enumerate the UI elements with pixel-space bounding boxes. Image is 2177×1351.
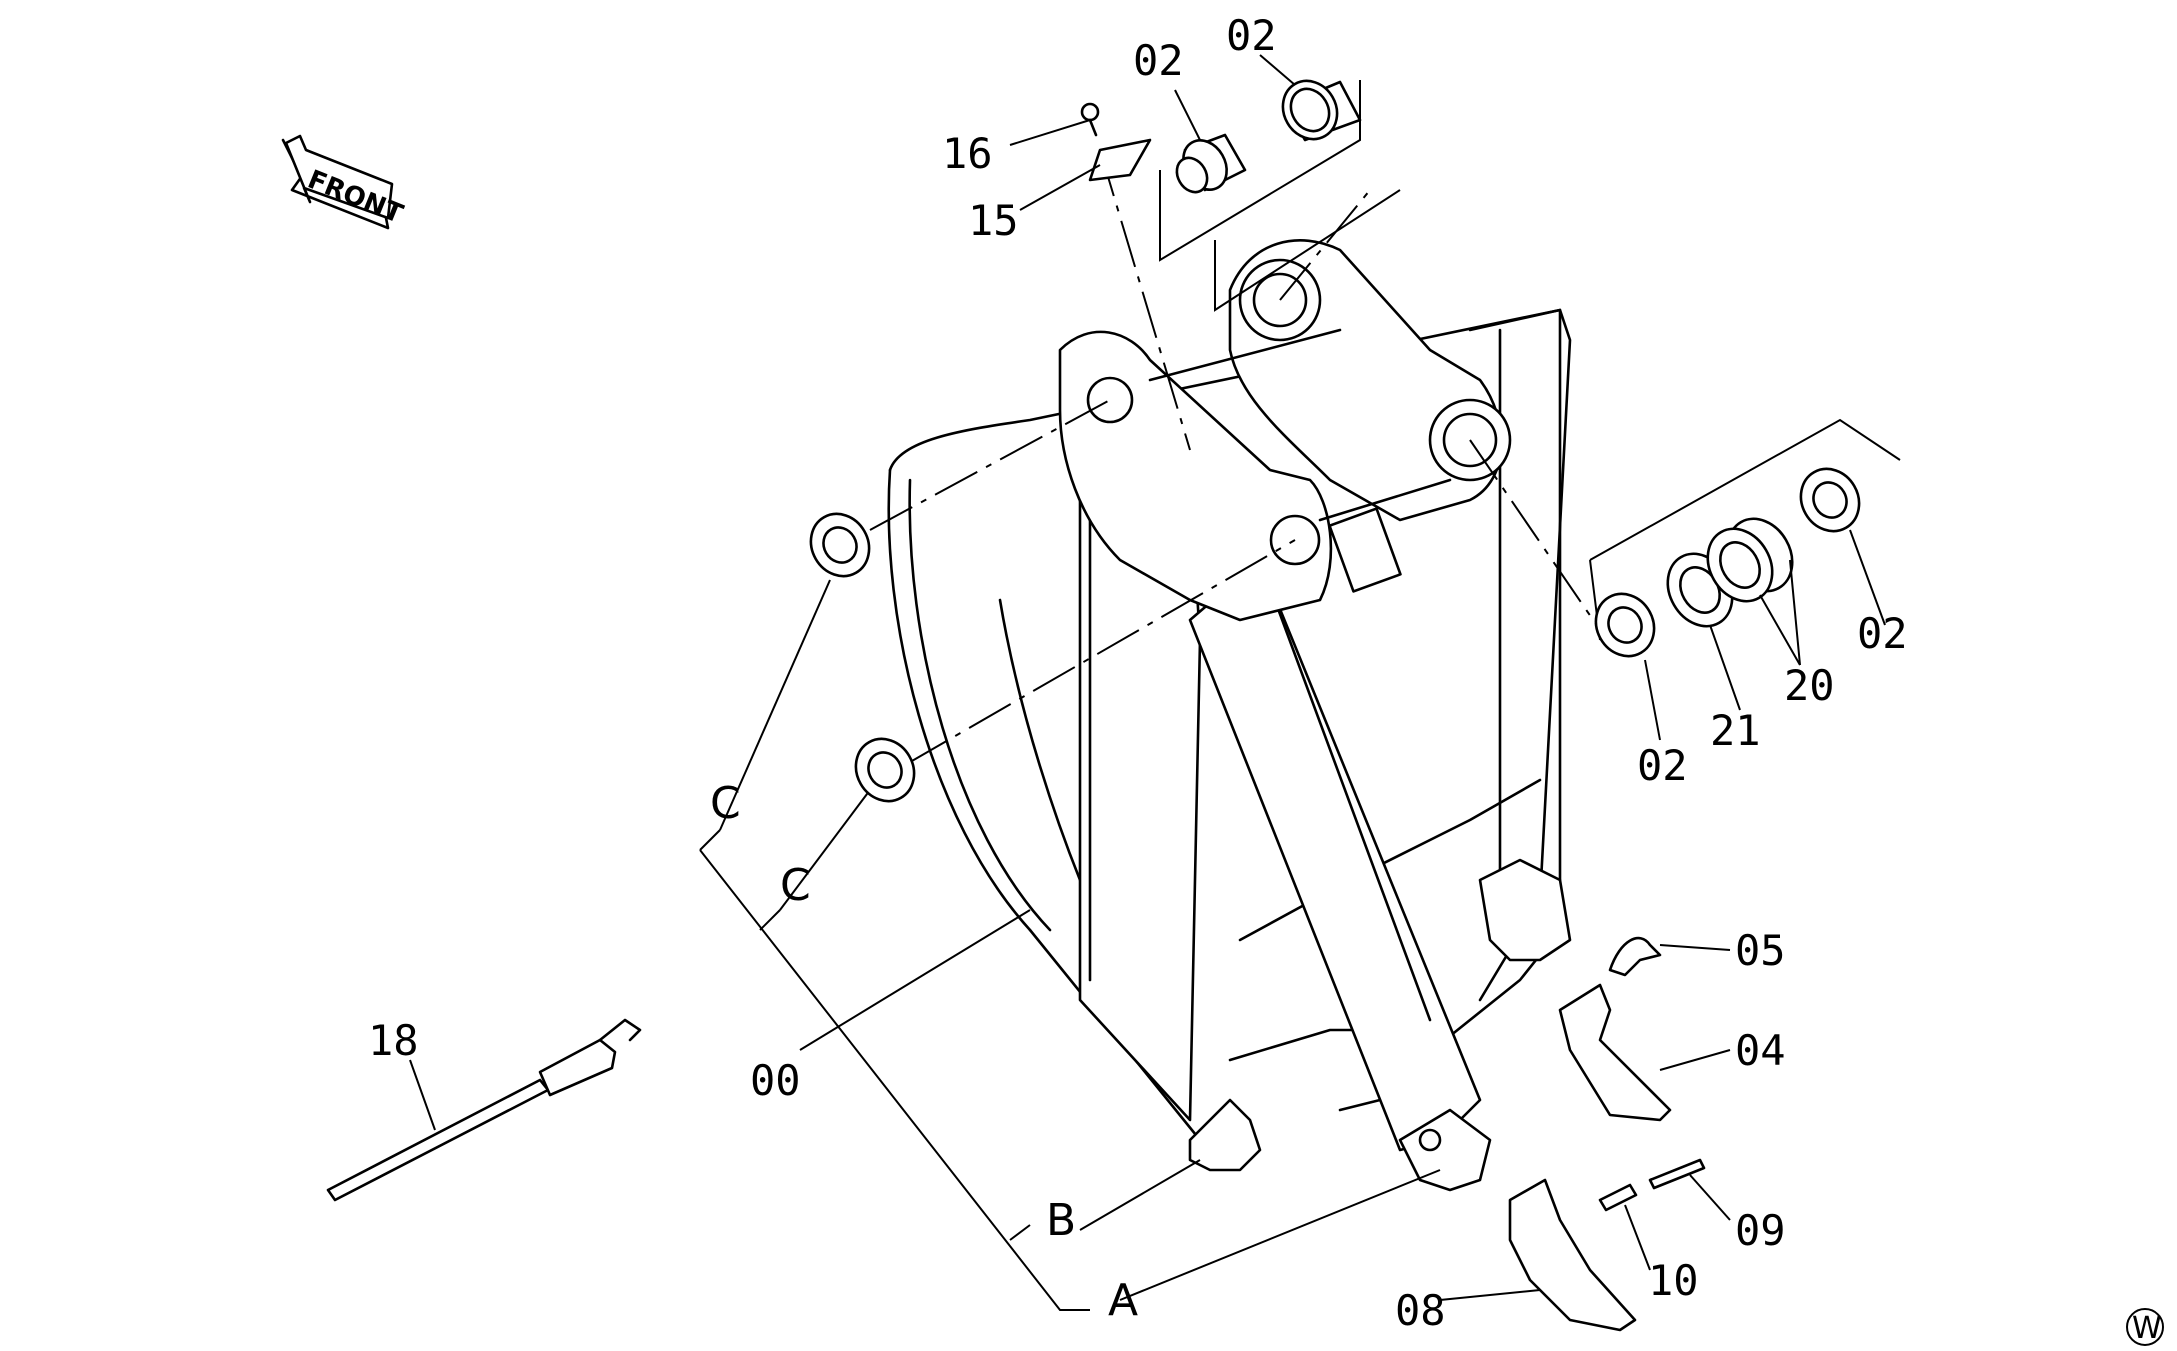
bushing-02d <box>1799 467 1861 533</box>
label-18: 18 <box>368 1016 419 1065</box>
lock-05 <box>1608 936 1662 977</box>
label-02: 02 <box>1226 11 1277 60</box>
label-05: 05 <box>1735 926 1786 975</box>
tooth-08 <box>1508 1178 1637 1332</box>
shims-20 <box>1706 517 1794 603</box>
label-04: 04 <box>1735 1026 1786 1075</box>
bucket-body <box>887 239 1572 1192</box>
label-16: 16 <box>942 129 993 178</box>
small-parts <box>326 79 1861 1332</box>
label-21: 21 <box>1710 706 1761 755</box>
bushing-02c <box>1594 592 1656 658</box>
leader-lines <box>699 80 1901 1311</box>
front-arrow: FRONT <box>281 134 407 230</box>
center-lines <box>869 149 1601 766</box>
label-C: C <box>710 778 741 829</box>
label-15: 15 <box>968 196 1019 245</box>
bushing-02b <box>1281 79 1362 142</box>
bushing-c2 <box>854 737 916 803</box>
callout-labels: 02 02 16 15 02 20 21 02 05 04 09 10 08 0… <box>368 11 1908 1335</box>
tool-18 <box>326 1018 642 1202</box>
screw-16 <box>1080 102 1100 137</box>
watermark-w-text: W <box>2132 1311 2162 1346</box>
side-cutter-04 <box>1558 983 1672 1122</box>
label-08: 08 <box>1395 1286 1446 1335</box>
label-02: 02 <box>1857 609 1908 658</box>
label-20: 20 <box>1784 661 1835 710</box>
plate-15 <box>1088 138 1152 182</box>
label-00: 00 <box>750 1056 801 1105</box>
bushing-c1 <box>809 512 871 578</box>
bushing-02a <box>1175 133 1247 194</box>
label-B: B <box>1046 1195 1076 1246</box>
callout-leaders <box>409 54 1886 1301</box>
watermark-w: W <box>2126 1308 2164 1346</box>
label-02: 02 <box>1133 36 1184 85</box>
label-02: 02 <box>1637 741 1688 790</box>
label-A: A <box>1108 1275 1138 1326</box>
label-09: 09 <box>1735 1206 1786 1255</box>
pin-10 <box>1598 1183 1638 1212</box>
pin-09 <box>1648 1158 1706 1190</box>
label-10: 10 <box>1648 1256 1699 1305</box>
label-C: C <box>780 860 811 911</box>
